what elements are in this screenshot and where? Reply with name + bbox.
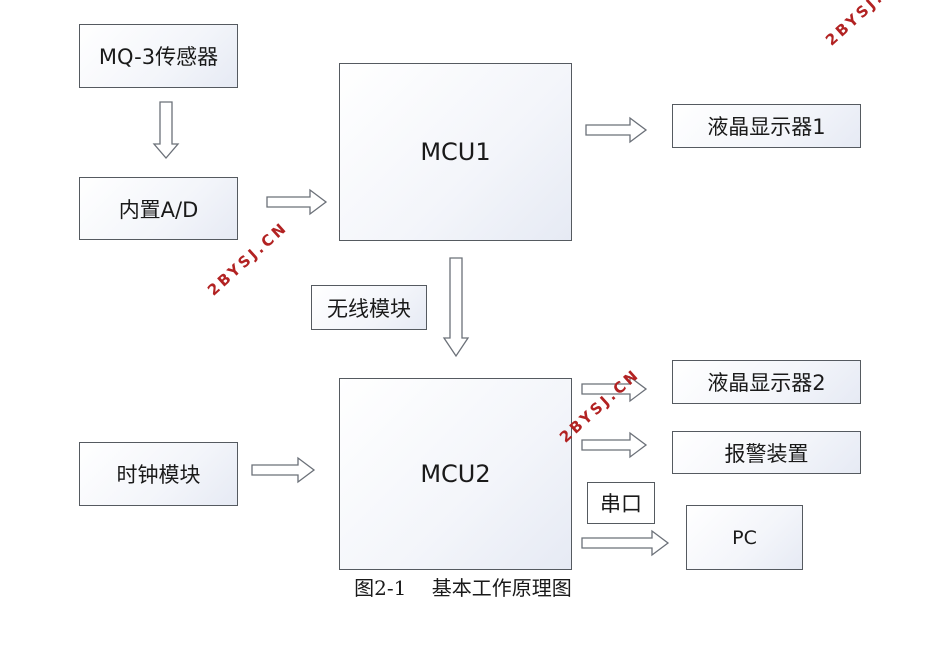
- mcu2-label: MCU2: [420, 460, 491, 488]
- arrow-mcu2-to-lcd2: [581, 375, 648, 403]
- mq3-sensor-box: MQ-3传感器: [79, 24, 238, 88]
- alarm-device-box: 报警装置: [672, 431, 861, 474]
- lcd2-label: 液晶显示器2: [707, 371, 826, 395]
- mcu1-box: MCU1: [339, 63, 572, 241]
- mq3-sensor-label: MQ-3传感器: [98, 45, 219, 69]
- arrow-sensor-to-adc: [152, 101, 180, 159]
- lcd1-box: 液晶显示器1: [672, 104, 861, 148]
- arrow-adc-to-mcu1: [266, 188, 328, 216]
- arrow-mcu1-to-lcd1: [585, 116, 648, 144]
- clock-module-label: 时钟模块: [116, 463, 201, 487]
- wireless-module-label: 无线模块: [327, 296, 411, 321]
- arrow-mcu2-to-pc: [581, 529, 670, 557]
- serial-port-box: 串口: [587, 482, 655, 524]
- clock-module-box: 时钟模块: [79, 442, 238, 506]
- pc-label: PC: [732, 526, 757, 549]
- alarm-device-label: 报警装置: [724, 441, 809, 466]
- adc-box: 内置A/D: [79, 177, 238, 240]
- arrow-mcu1-to-mcu2: [442, 257, 470, 358]
- arrow-clock-to-mcu2: [251, 456, 316, 484]
- figure-caption: 图2-1 基本工作原理图: [354, 576, 572, 600]
- lcd1-label: 液晶显示器1: [707, 115, 826, 139]
- arrow-mcu2-to-alarm: [581, 431, 648, 459]
- pc-box: PC: [686, 505, 803, 570]
- lcd2-box: 液晶显示器2: [672, 360, 861, 404]
- mcu2-box: MCU2: [339, 378, 572, 570]
- serial-port-label: 串口: [600, 492, 642, 516]
- adc-label: 内置A/D: [118, 197, 199, 222]
- wireless-module-box: 无线模块: [311, 285, 427, 330]
- mcu1-label: MCU1: [420, 138, 491, 166]
